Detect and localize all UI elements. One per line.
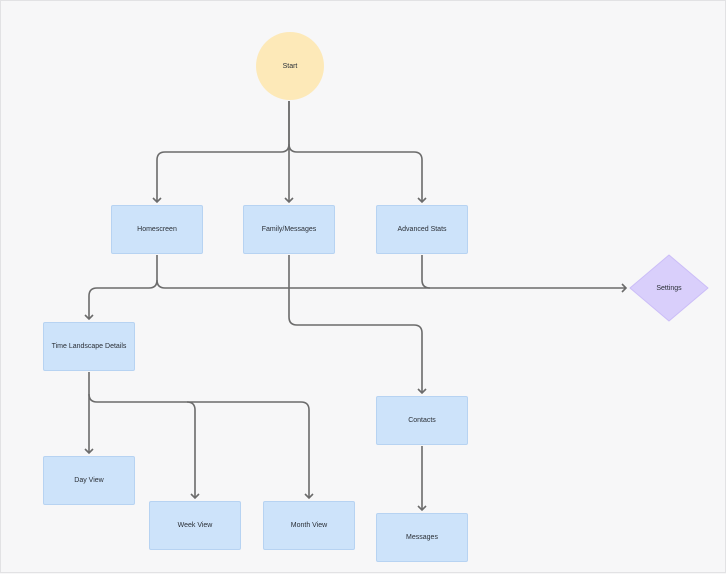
- messages-node[interactable]: Messages: [376, 513, 468, 562]
- homescreen-label: Homescreen: [137, 226, 177, 233]
- month-view-node[interactable]: Month View: [263, 501, 355, 550]
- edge-family-contacts: [288, 255, 427, 395]
- edge-advanced-settings: [421, 255, 431, 289]
- start-label: Start: [282, 62, 298, 70]
- contacts-node[interactable]: Contacts: [376, 396, 468, 445]
- edge-homescreen-settings: [156, 279, 628, 293]
- time-landscape-label: Time Landscape Details: [51, 343, 127, 350]
- edge-start-advanced: [288, 143, 427, 204]
- day-view-node[interactable]: Day View: [43, 456, 135, 505]
- homescreen-node[interactable]: Homescreen: [111, 205, 203, 254]
- edge-homescreen-timelandscape: [84, 255, 158, 321]
- settings-node[interactable]: Settings: [628, 253, 710, 323]
- week-view-node[interactable]: Week View: [149, 501, 241, 550]
- month-view-label: Month View: [290, 522, 328, 529]
- advanced-stats-label: Advanced Stats: [397, 226, 447, 233]
- week-view-label: Week View: [177, 522, 213, 529]
- edge-timelandscape-month: [187, 401, 314, 500]
- start-node[interactable]: Start: [256, 32, 324, 100]
- contacts-label: Contacts: [408, 417, 436, 424]
- advanced-stats-node[interactable]: Advanced Stats: [376, 205, 468, 254]
- settings-diamond-shape: [629, 254, 709, 322]
- time-landscape-node[interactable]: Time Landscape Details: [43, 322, 135, 371]
- family-messages-label: Family/Messages: [261, 226, 317, 233]
- messages-label: Messages: [406, 534, 438, 541]
- day-view-label: Day View: [74, 477, 104, 484]
- settings-label: Settings: [656, 284, 682, 292]
- edge-start-homescreen: [152, 101, 290, 204]
- family-messages-node[interactable]: Family/Messages: [243, 205, 335, 254]
